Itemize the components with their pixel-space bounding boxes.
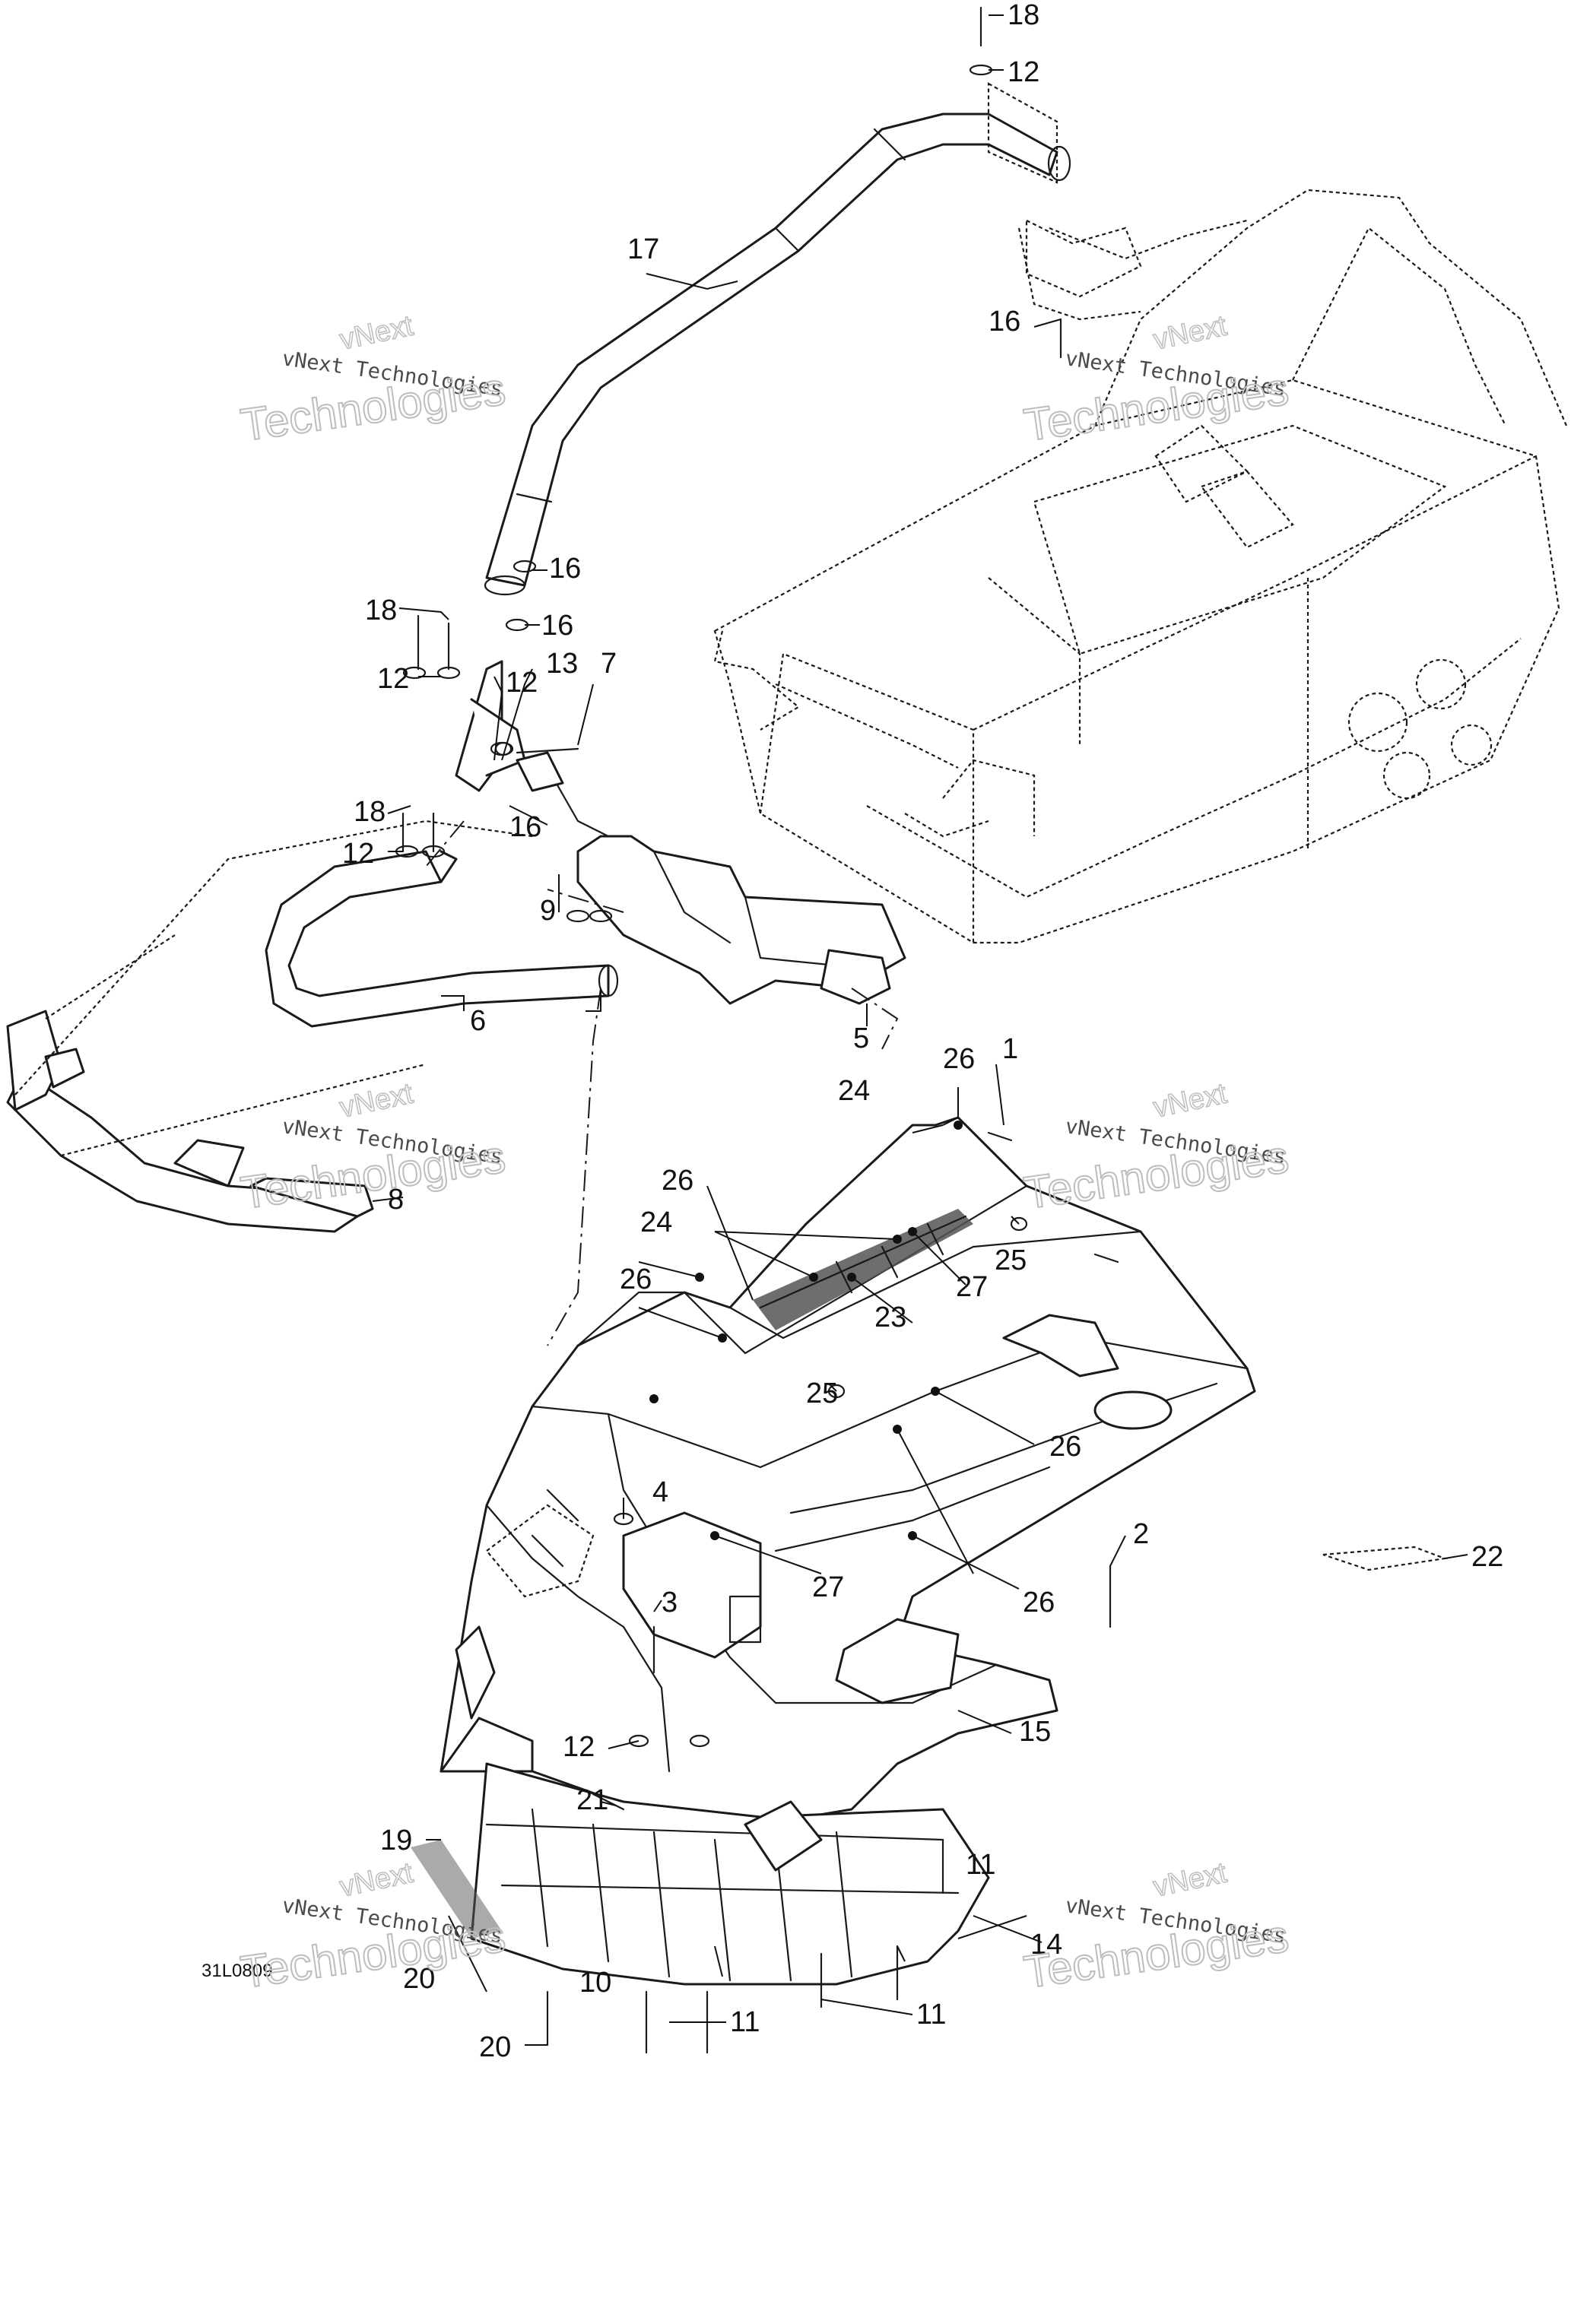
svg-text:vNext: vNext: [1150, 309, 1230, 356]
callout-2: 2: [1133, 1518, 1149, 1550]
callout-6: 6: [470, 1005, 486, 1037]
callout-1: 1: [1002, 1033, 1018, 1065]
vent-grille: [753, 1209, 973, 1330]
front-bumper: [6, 850, 619, 1233]
callout-26d: 26: [1049, 1431, 1081, 1463]
callout-12d: 12: [342, 838, 374, 870]
callout-16b: 16: [549, 553, 581, 585]
callout-26e: 26: [1023, 1587, 1055, 1619]
alignment-lines: [425, 820, 899, 1346]
svg-text:vNext: vNext: [1150, 1077, 1230, 1124]
callout-12b: 12: [377, 663, 409, 695]
callout-16c: 16: [541, 610, 573, 642]
callout-12a: 12: [1008, 56, 1039, 88]
callout-8: 8: [388, 1184, 404, 1216]
vehicle-frame: [713, 189, 1568, 944]
callout-22: 22: [1471, 1541, 1503, 1573]
watermark-top-left: vNext vNext Technologies Technologies: [236, 309, 509, 452]
callout-4: 4: [652, 1476, 668, 1508]
callout-19: 19: [380, 1825, 412, 1856]
leader-lines: [372, 14, 1468, 2046]
skid-plate: [411, 1762, 990, 1986]
callout-11c: 11: [916, 1999, 946, 2031]
callout-25a: 25: [995, 1244, 1027, 1276]
callout-18a: 18: [1008, 0, 1039, 31]
drawing-code: 31L0809: [202, 1961, 272, 1981]
callout-26c: 26: [620, 1263, 652, 1295]
callout-16d: 16: [509, 811, 541, 843]
callout-12c: 12: [506, 667, 538, 699]
callout-16a: 16: [989, 306, 1020, 338]
callout-14: 14: [1030, 1929, 1062, 1961]
fasteners: [395, 6, 1119, 2054]
rear-bracket: [987, 82, 1142, 298]
svg-text:vNext: vNext: [337, 1077, 416, 1124]
callout-24a: 24: [838, 1075, 870, 1107]
callout-17: 17: [627, 233, 659, 265]
svg-text:vNext: vNext: [1150, 1856, 1230, 1903]
callout-15: 15: [1019, 1716, 1051, 1748]
leader-dots: [649, 1121, 963, 1540]
callout-20a: 20: [403, 1963, 435, 1995]
callout-12e: 12: [563, 1731, 595, 1763]
callout-13: 13: [546, 648, 578, 680]
callout-3: 3: [662, 1587, 678, 1619]
callout-27a: 27: [956, 1271, 988, 1303]
callout-9: 9: [540, 895, 556, 927]
callout-18c: 18: [354, 796, 386, 828]
callout-10: 10: [579, 1967, 611, 1999]
callout-26a: 26: [943, 1043, 975, 1075]
svg-text:vNext: vNext: [337, 1856, 416, 1903]
bumper-outline: [14, 820, 533, 1157]
callout-26b: 26: [662, 1165, 693, 1197]
callout-23: 23: [874, 1302, 906, 1333]
steering-bracket: [455, 660, 906, 1005]
watermark-bottom-left: vNext vNext Technologies Technologies: [236, 1856, 509, 1999]
watermark-mid-right: vNext vNext Technologies Technologies: [1020, 1077, 1292, 1219]
callout-24b: 24: [640, 1206, 672, 1238]
callout-5: 5: [853, 1022, 869, 1054]
callout-27b: 27: [812, 1571, 844, 1603]
callout-20b: 20: [479, 2031, 511, 2063]
decal-strip: [1322, 1546, 1449, 1571]
callout-11b: 11: [730, 2006, 760, 2038]
callout-21: 21: [576, 1784, 608, 1816]
callout-18b: 18: [365, 594, 397, 626]
callout-11a: 11: [966, 1849, 995, 1881]
body-pan: [440, 1116, 1256, 1826]
handle-bar: [484, 113, 1071, 596]
callout-7: 7: [601, 648, 617, 680]
svg-text:vNext: vNext: [337, 309, 416, 356]
watermark-mid-left: vNext vNext Technologies Technologies: [236, 1077, 509, 1219]
callout-25b: 25: [806, 1378, 838, 1409]
watermark-bottom-right: vNext vNext Technologies Technologies: [1020, 1856, 1292, 1999]
callout-labels: 1 2 3 4 5 6 7 8 9 10 11 11 11 12 12 12 1…: [202, 0, 1503, 2063]
